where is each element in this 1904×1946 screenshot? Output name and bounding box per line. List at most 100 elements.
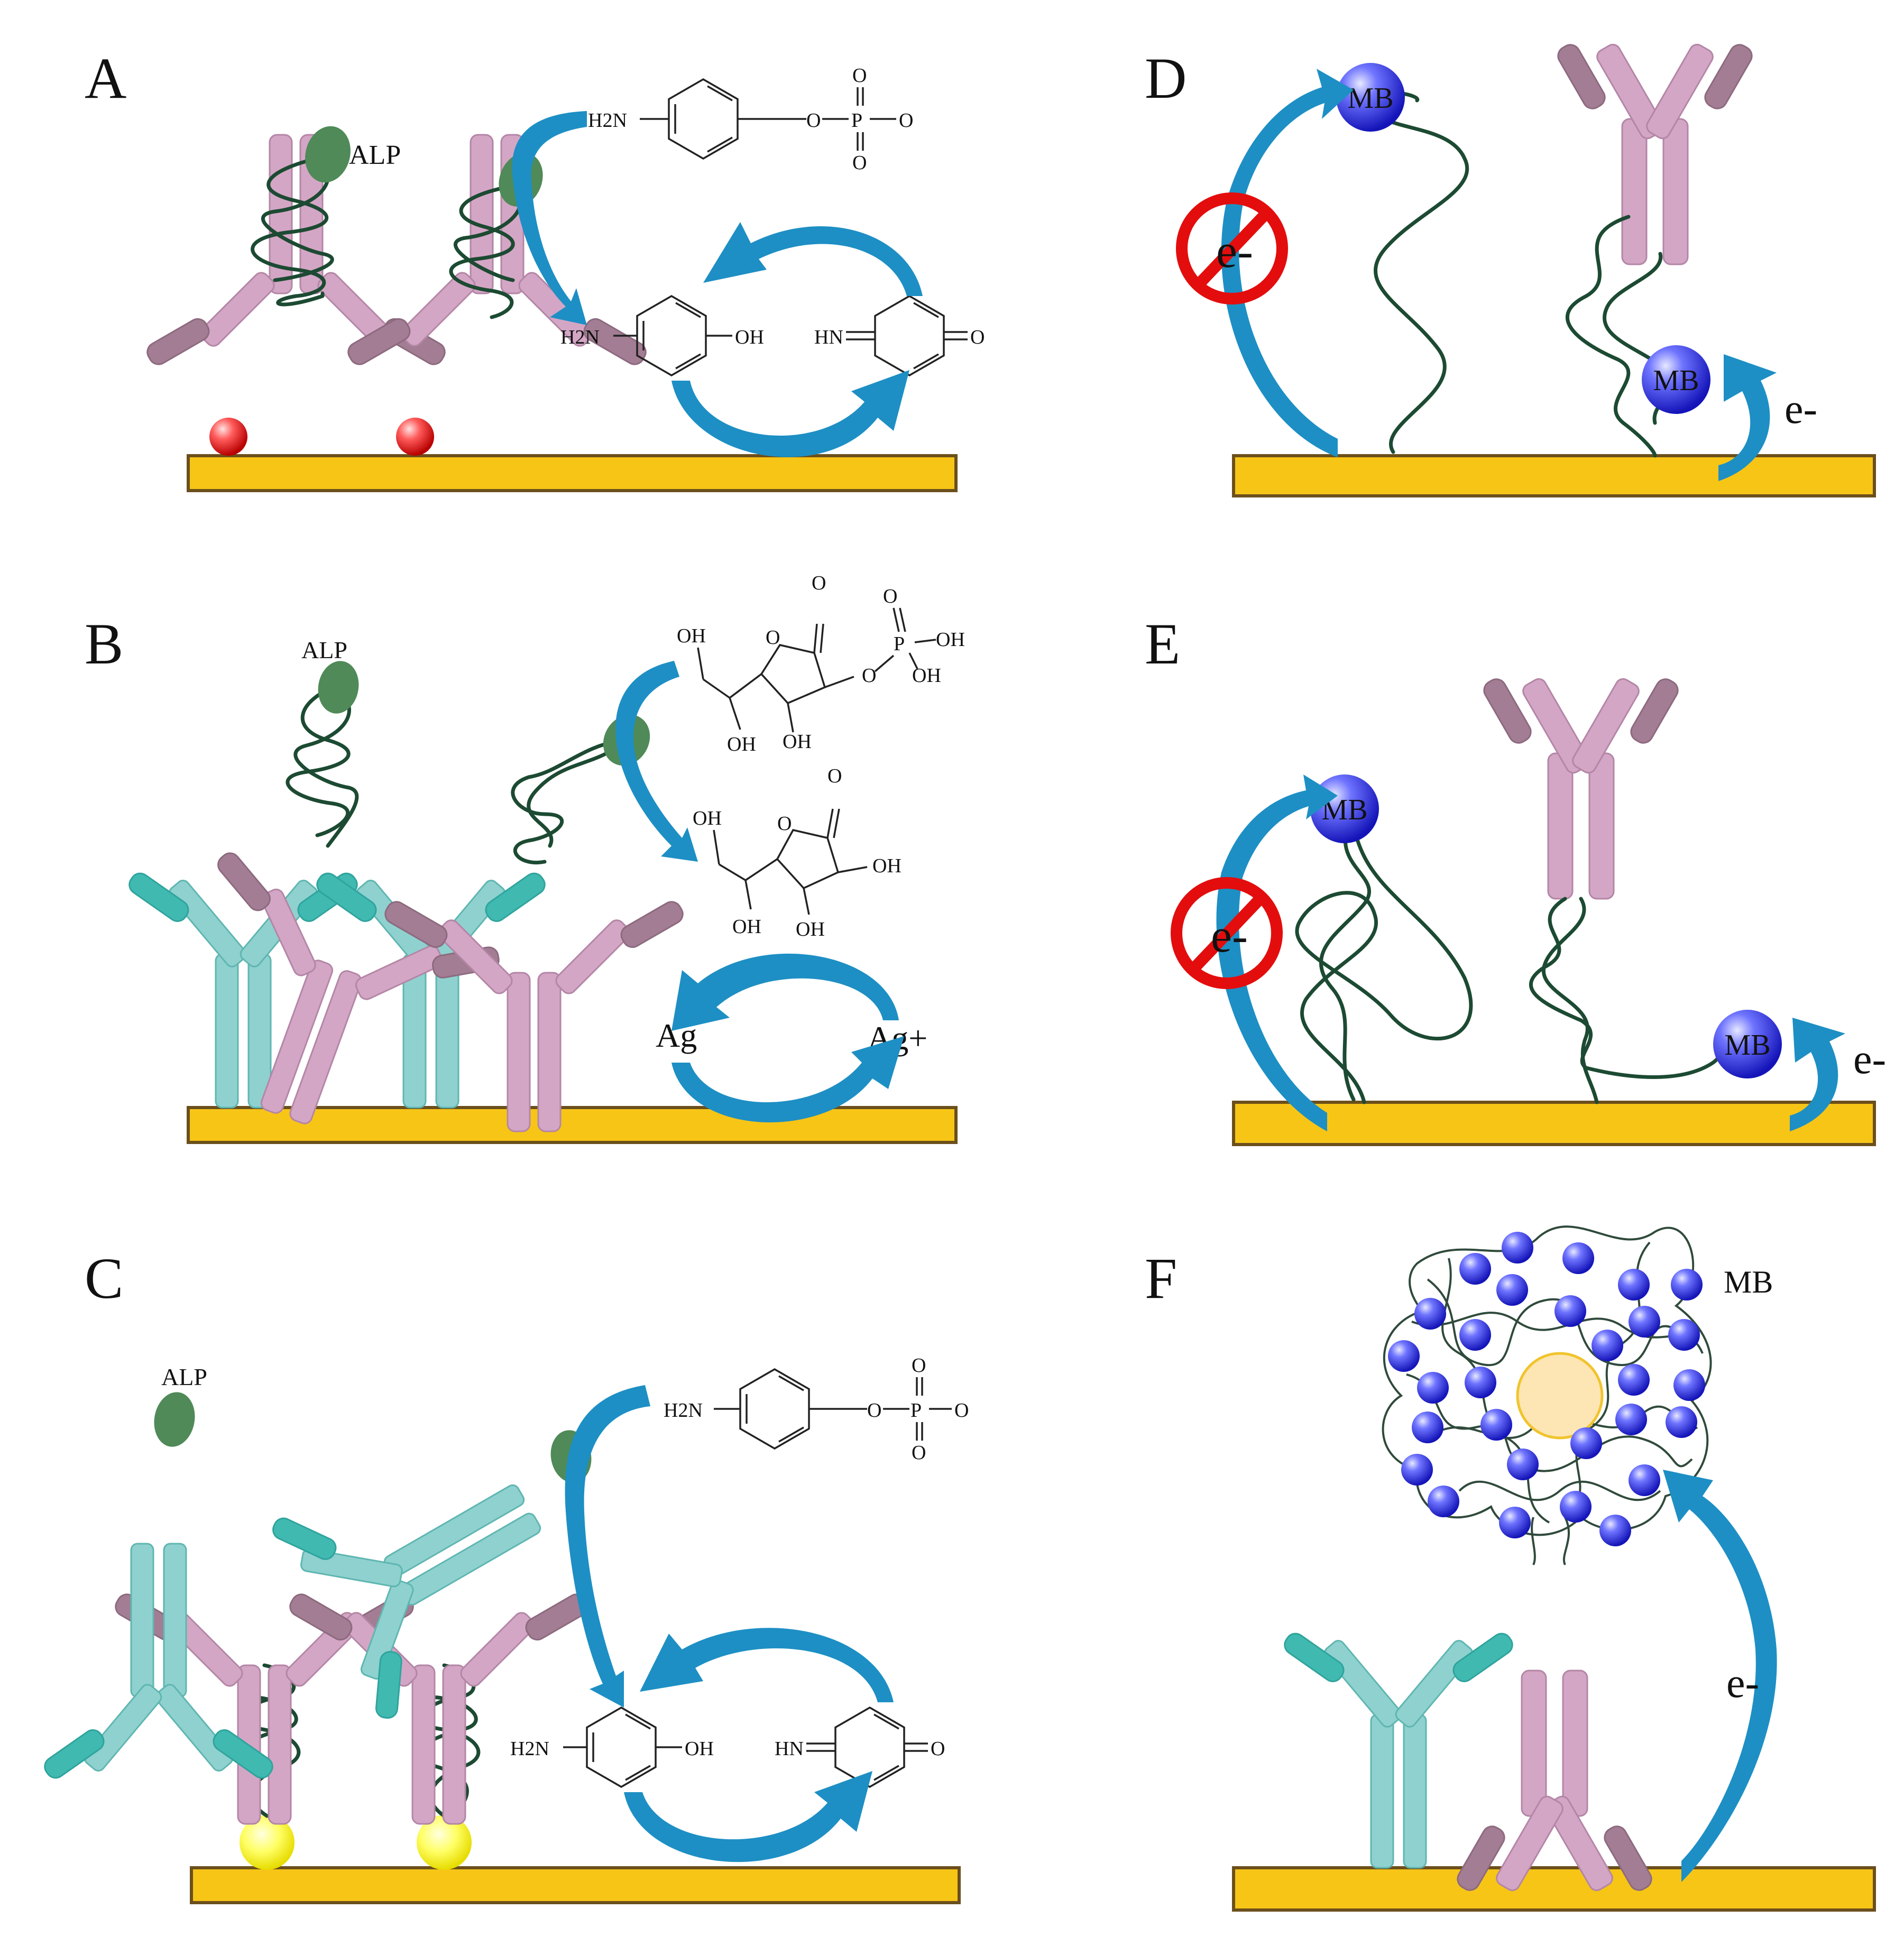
cycle-arrow-a-top	[703, 222, 923, 296]
mb-bead	[1465, 1367, 1496, 1398]
arrow-e-electron	[1790, 1018, 1845, 1131]
mb-bead	[1666, 1406, 1697, 1438]
alp-label-b: ALP	[301, 637, 347, 663]
substrate-c-link-o: O	[867, 1399, 881, 1422]
mb-bead	[1599, 1515, 1631, 1546]
panel-letter-b: B	[85, 612, 123, 676]
mb-bead	[1673, 1369, 1705, 1401]
antibody-c-2	[286, 1590, 592, 1825]
electrode-f	[1232, 1866, 1876, 1912]
substrate-b-phosphate-link: O	[862, 665, 876, 687]
methylene-blue-d-bottom	[1642, 345, 1710, 414]
cycle-arrow-a-bottom	[672, 370, 909, 457]
arrow-b-enzyme	[615, 661, 698, 862]
detection-antibody-f	[1453, 1670, 1656, 1895]
mb-bead	[1417, 1372, 1449, 1404]
oxidized-c: HN O	[775, 1707, 945, 1788]
electrode-c	[190, 1866, 961, 1904]
mb-bead	[1560, 1491, 1592, 1523]
alp-enzyme-c-1	[154, 1392, 195, 1447]
red-nanoparticle-a-1	[209, 418, 247, 456]
product-c: H2N OH	[510, 1707, 714, 1788]
mb-bead	[1555, 1295, 1586, 1327]
panel-c: C ALP H2N O P O O O	[40, 1246, 969, 1904]
product-c-amine: H2N	[510, 1738, 549, 1760]
alp-enzyme-b-1	[318, 661, 359, 714]
blocked-electron-e-label: e-	[1211, 910, 1248, 962]
product-b-carbonyl: O	[827, 765, 842, 787]
mb-bead	[1618, 1269, 1650, 1301]
product-b-oh-ring-2: OH	[796, 918, 825, 940]
electrode-a	[187, 454, 958, 492]
substrate-b-ring-o: O	[766, 626, 780, 649]
mb-label-e-bottom: MB	[1724, 1029, 1770, 1062]
electrode-e	[1232, 1101, 1876, 1146]
panel-letter-d: D	[1145, 46, 1186, 110]
mb-bead	[1562, 1242, 1594, 1274]
substrate-c-oxo-top: O	[912, 1354, 926, 1377]
alp-label-a: ALP	[349, 140, 401, 170]
product-b: OH OH O O OH OH	[693, 765, 902, 940]
product-b-oh-mid: OH	[732, 916, 761, 938]
substrate-a-link-o: O	[806, 109, 821, 132]
mb-bead	[1570, 1427, 1602, 1459]
mb-bead	[1412, 1412, 1443, 1443]
mb-label-d-bottom: MB	[1653, 364, 1699, 397]
mb-bead	[1618, 1364, 1650, 1396]
arrow-c-enzyme	[565, 1385, 650, 1708]
aptamer-c-2	[420, 1663, 481, 1818]
oxidized-c-carbonyl: O	[931, 1738, 945, 1760]
aptamer-e-2	[1529, 897, 1726, 1079]
product-a-amine: H2N	[560, 326, 600, 348]
arrow-d-blocked	[1221, 69, 1354, 457]
substrate-b-p-oh-1: OH	[936, 629, 965, 651]
mb-bead	[1428, 1486, 1459, 1517]
arrow-e-blocked	[1216, 774, 1338, 1131]
oxidized-c-imine: HN	[775, 1738, 804, 1760]
panel-letter-c: C	[85, 1246, 123, 1311]
blocked-electron-d: e-	[1176, 192, 1288, 305]
electron-e-label: e-	[1853, 1036, 1886, 1083]
substrate-a-amine: H2N	[588, 109, 627, 132]
substrate-a-anion: O	[899, 109, 913, 132]
mb-bead	[1668, 1319, 1700, 1351]
antibody-d	[1553, 40, 1756, 265]
substrate-b-p-oh-2: OH	[912, 665, 941, 687]
mb-cluster-f	[1388, 1232, 1705, 1546]
product-b-ring-o: O	[777, 813, 792, 835]
panel-b: B ALP OH OH O O OH O	[85, 572, 965, 1169]
panel-letter-a: A	[85, 46, 126, 110]
oxidized-a-carbonyl: O	[970, 326, 985, 348]
substrate-b-oh-mid: OH	[727, 733, 756, 755]
product-c-hydroxyl: OH	[685, 1738, 714, 1760]
arrow-f-electron	[1663, 1470, 1777, 1882]
red-nanoparticle-a-2	[396, 418, 434, 456]
aptamer-b-1b	[293, 688, 359, 848]
aptamer-e-2b	[1541, 897, 1599, 1104]
substrate-b-p: P	[894, 633, 905, 655]
mb-bead	[1507, 1449, 1539, 1480]
mb-bead	[1459, 1253, 1491, 1285]
mb-bead	[1629, 1306, 1660, 1338]
gold-nanoparticle-c-2	[417, 1815, 472, 1870]
mb-bead	[1388, 1340, 1420, 1372]
panel-f: F	[1145, 1225, 1876, 1912]
electron-f-label: e-	[1726, 1660, 1759, 1707]
antibody-e	[1479, 675, 1682, 900]
aptamer-a-1b	[261, 156, 334, 282]
substrate-c-oxo-bottom: O	[912, 1442, 926, 1464]
product-b-oh-ring-1: OH	[872, 855, 902, 877]
cycle-arrow-b-bottom	[672, 1036, 904, 1123]
aptamer-d-1	[1373, 91, 1469, 454]
detection-antibody-b-2	[381, 897, 687, 1132]
mb-bead	[1480, 1409, 1512, 1441]
aptamer-a-1	[251, 154, 330, 307]
aptamer-e-1	[1295, 807, 1473, 1104]
panel-letter-f: F	[1145, 1246, 1177, 1311]
alp-enzyme-a-1	[305, 126, 351, 183]
substrate-b: OH OH O O OH O P O OH OH	[677, 572, 965, 755]
electrode-d	[1232, 454, 1876, 497]
product-b-oh-top: OH	[693, 807, 722, 829]
panel-letter-e: E	[1145, 612, 1180, 676]
substrate-b-p-oxo: O	[883, 585, 897, 607]
